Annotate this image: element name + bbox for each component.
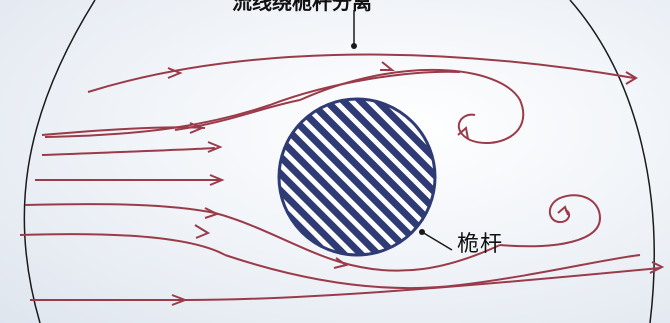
streamline — [499, 194, 602, 248]
mast-cross-section — [277, 97, 437, 257]
mast-leader-line — [421, 231, 453, 251]
arrowheads — [167, 61, 665, 306]
streamline — [224, 254, 641, 290]
porthole-outline — [23, 0, 655, 323]
streamline — [299, 69, 525, 145]
streamline — [87, 53, 635, 93]
diagram-title: 流线绕桅杆分离 — [232, 0, 372, 14]
streamline — [24, 203, 216, 214]
streamline — [44, 70, 461, 138]
streamline — [174, 99, 301, 131]
streamline — [41, 147, 216, 156]
streamline — [184, 267, 661, 301]
mast-label: 桅杆 — [457, 232, 504, 257]
streamline — [19, 233, 226, 256]
